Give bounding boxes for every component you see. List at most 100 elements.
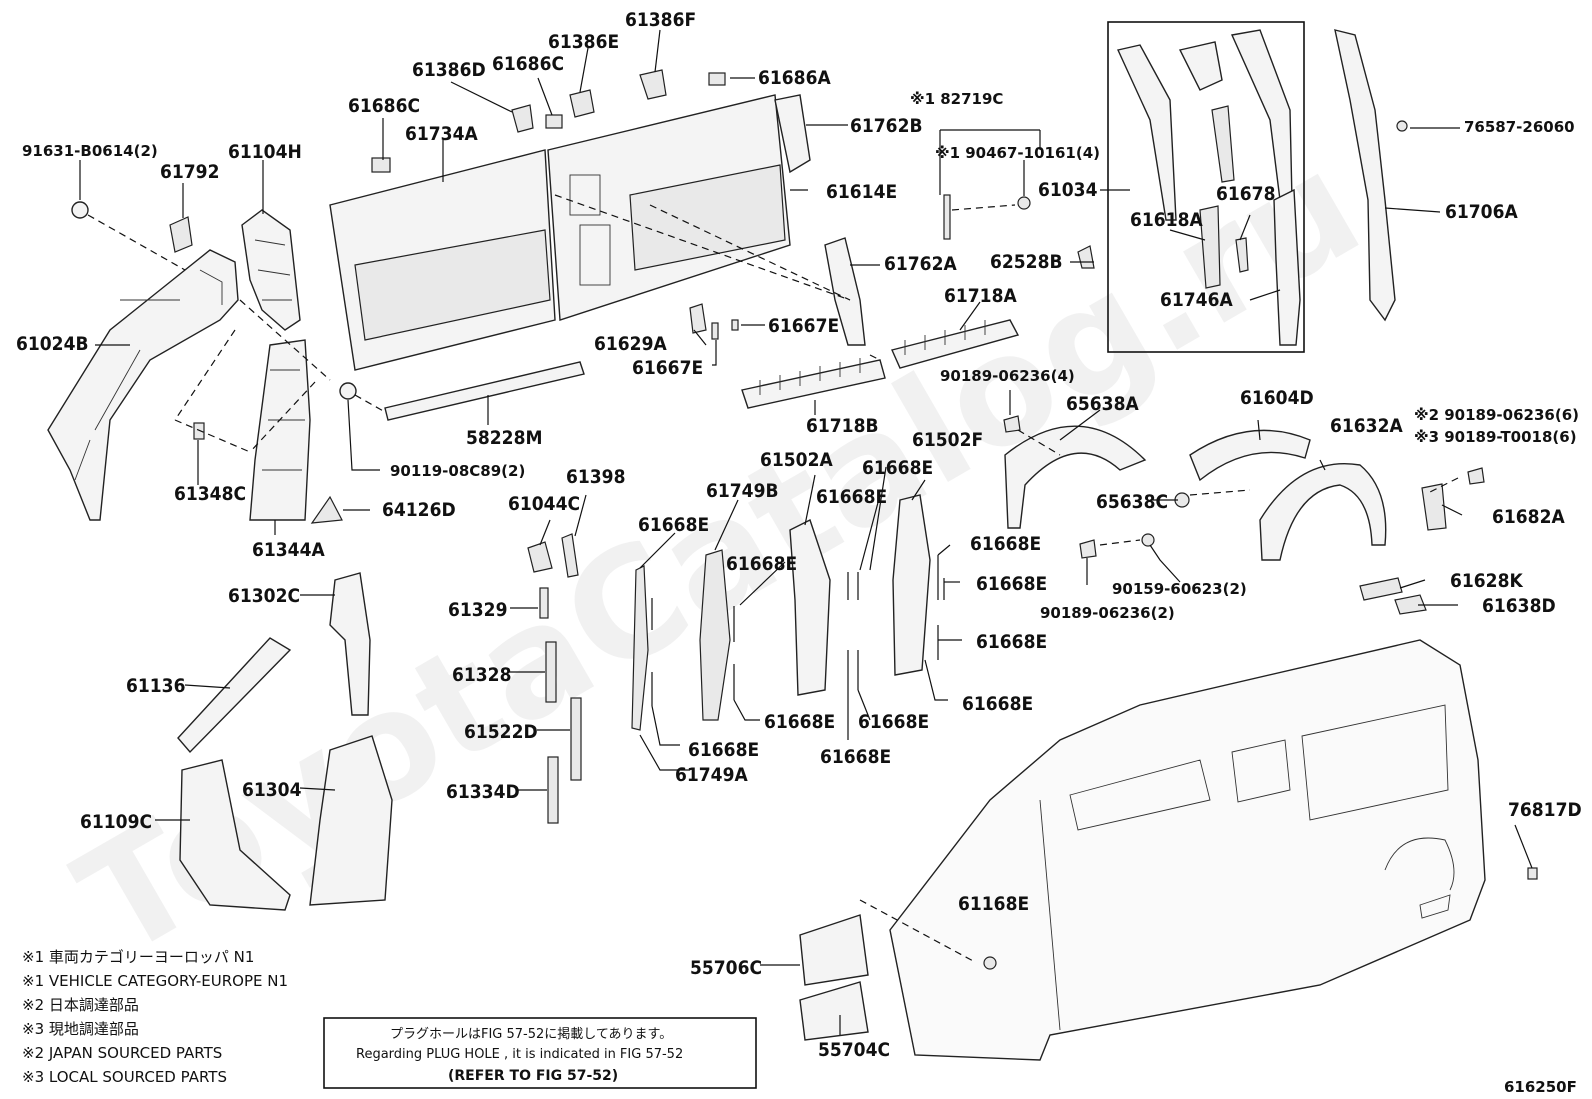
part-61628K <box>1359 577 1403 601</box>
label-61629A: 61629A <box>594 333 667 355</box>
legend-line-2: ※1 VEHICLE CATEGORY-EUROPE N1 <box>22 972 288 990</box>
legend-line-3: ※2 日本調達部品 <box>22 996 139 1014</box>
label-61109C: 61109C <box>80 811 152 833</box>
label-82719C: ※1 82719C <box>910 90 1003 108</box>
label-61386F: 61386F <box>625 9 696 31</box>
part-61334D <box>547 756 559 824</box>
label-61604D: 61604D <box>1240 387 1314 409</box>
part-61502A <box>789 519 831 696</box>
part-61682A <box>1421 483 1447 531</box>
label-61686C-b: 61686C <box>492 53 564 75</box>
label-61668E-5: 61668E <box>970 533 1041 555</box>
part-61749B <box>699 549 731 721</box>
label-61034: 61034 <box>1038 179 1098 201</box>
strips-61668E <box>651 555 945 706</box>
label-61762A: 61762A <box>884 253 957 275</box>
part-61104H <box>241 209 301 331</box>
label-61749A: 61749A <box>675 764 748 786</box>
labels: 91631-B0614(2) 61792 61104H 61686C 61734… <box>16 9 1582 1061</box>
label-64126D: 64126D <box>382 499 456 521</box>
part-61522D <box>570 697 582 781</box>
leader-lines <box>79 29 1533 1035</box>
part-61718B <box>741 358 886 409</box>
part-61304 <box>309 735 393 906</box>
clip-90189-2 <box>1079 539 1097 559</box>
label-90189-6: ※2 90189-06236(6) <box>1414 406 1579 424</box>
part-61706A <box>1334 29 1396 322</box>
clip-90189-4 <box>1003 415 1021 433</box>
label-61668E-12: 61668E <box>820 746 891 768</box>
part-61386F <box>639 69 667 100</box>
legend: ※1 車両カテゴリーヨーロッパ N1 ※1 VEHICLE CATEGORY-E… <box>22 948 288 1086</box>
label-61334D: 61334D <box>446 781 520 803</box>
label-65638A: 65638A <box>1066 393 1139 415</box>
label-61136: 61136 <box>126 675 185 697</box>
part-82719C <box>943 194 951 240</box>
label-90189-T: ※3 90189-T0018(6) <box>1414 428 1577 446</box>
label-61344A: 61344A <box>252 539 325 561</box>
label-62528B: 62528B <box>990 251 1063 273</box>
van-body <box>889 639 1486 1061</box>
label-61502F: 61502F <box>912 429 983 451</box>
part-55706C <box>799 914 869 986</box>
legend-line-5: ※2 JAPAN SOURCED PARTS <box>22 1044 222 1062</box>
part-61024B <box>47 249 239 521</box>
label-76587: 76587-26060 <box>1464 118 1575 136</box>
label-55704C: 55704C <box>818 1039 890 1061</box>
figure-code: 616250F <box>1504 1078 1577 1096</box>
note-line-1: プラグホールはFIG 57-52に掲載してあります。 <box>390 1026 672 1042</box>
part-61638D <box>1394 594 1427 615</box>
label-58228M: 58228M <box>466 427 542 449</box>
label-61328: 61328 <box>452 664 511 686</box>
bolt-90467 <box>1017 196 1031 210</box>
label-61668E-11: 61668E <box>688 739 759 761</box>
label-90189-2: 90189-06236(2) <box>1040 604 1175 622</box>
label-61668E-7: 61668E <box>976 631 1047 653</box>
label-90189-4: 90189-06236(4) <box>940 367 1075 385</box>
label-61734A: 61734A <box>405 123 478 145</box>
part-65638A <box>1004 425 1147 529</box>
label-61386D: 61386D <box>412 59 486 81</box>
part-61762B <box>774 94 811 174</box>
label-55706C: 55706C <box>690 957 762 979</box>
label-76817D: 76817D <box>1508 799 1582 821</box>
part-61109C <box>179 759 291 911</box>
label-61686A: 61686A <box>758 67 831 89</box>
label-90119: 90119-08C89(2) <box>390 462 525 480</box>
part-61044C <box>527 541 553 573</box>
label-61668E-4: 61668E <box>862 457 933 479</box>
clip-61168E <box>983 956 997 970</box>
part-61762A <box>824 237 866 346</box>
clip-90189-6 <box>1467 467 1485 485</box>
label-61706A: 61706A <box>1445 201 1518 223</box>
label-61044C: 61044C <box>508 493 580 515</box>
part-61718A <box>891 319 1020 369</box>
part-61328 <box>545 641 557 703</box>
part-61329 <box>539 587 549 619</box>
bolt-90159 <box>1141 533 1155 547</box>
legend-line-1: ※1 車両カテゴリーヨーロッパ N1 <box>22 948 254 966</box>
part-61632A <box>1259 463 1387 561</box>
label-61686C-a: 61686C <box>348 95 420 117</box>
label-61329: 61329 <box>448 599 507 621</box>
part-61686C-a <box>371 157 391 173</box>
label-61668E-10: 61668E <box>858 711 929 733</box>
label-61668E-3: 61668E <box>816 486 887 508</box>
label-61668E-8: 61668E <box>962 693 1033 715</box>
part-61749A <box>631 565 649 731</box>
legend-line-6: ※3 LOCAL SOURCED PARTS <box>22 1068 227 1086</box>
dashed-lines <box>87 194 1459 963</box>
part-61667E <box>711 319 739 340</box>
label-61678: 61678 <box>1216 183 1275 205</box>
part-61604D <box>1189 429 1311 482</box>
part-64126D <box>310 495 343 524</box>
legend-line-4: ※3 現地調達部品 <box>22 1020 139 1038</box>
label-61746A: 61746A <box>1160 289 1233 311</box>
part-61734A <box>329 149 556 371</box>
part-61398 <box>561 533 579 578</box>
label-61762B: 61762B <box>850 115 923 137</box>
reference-note: プラグホールはFIG 57-52に掲載してあります。 Regarding PLU… <box>323 1017 757 1089</box>
label-61668E-1: 61668E <box>638 514 709 536</box>
clip-76587 <box>1396 120 1408 132</box>
